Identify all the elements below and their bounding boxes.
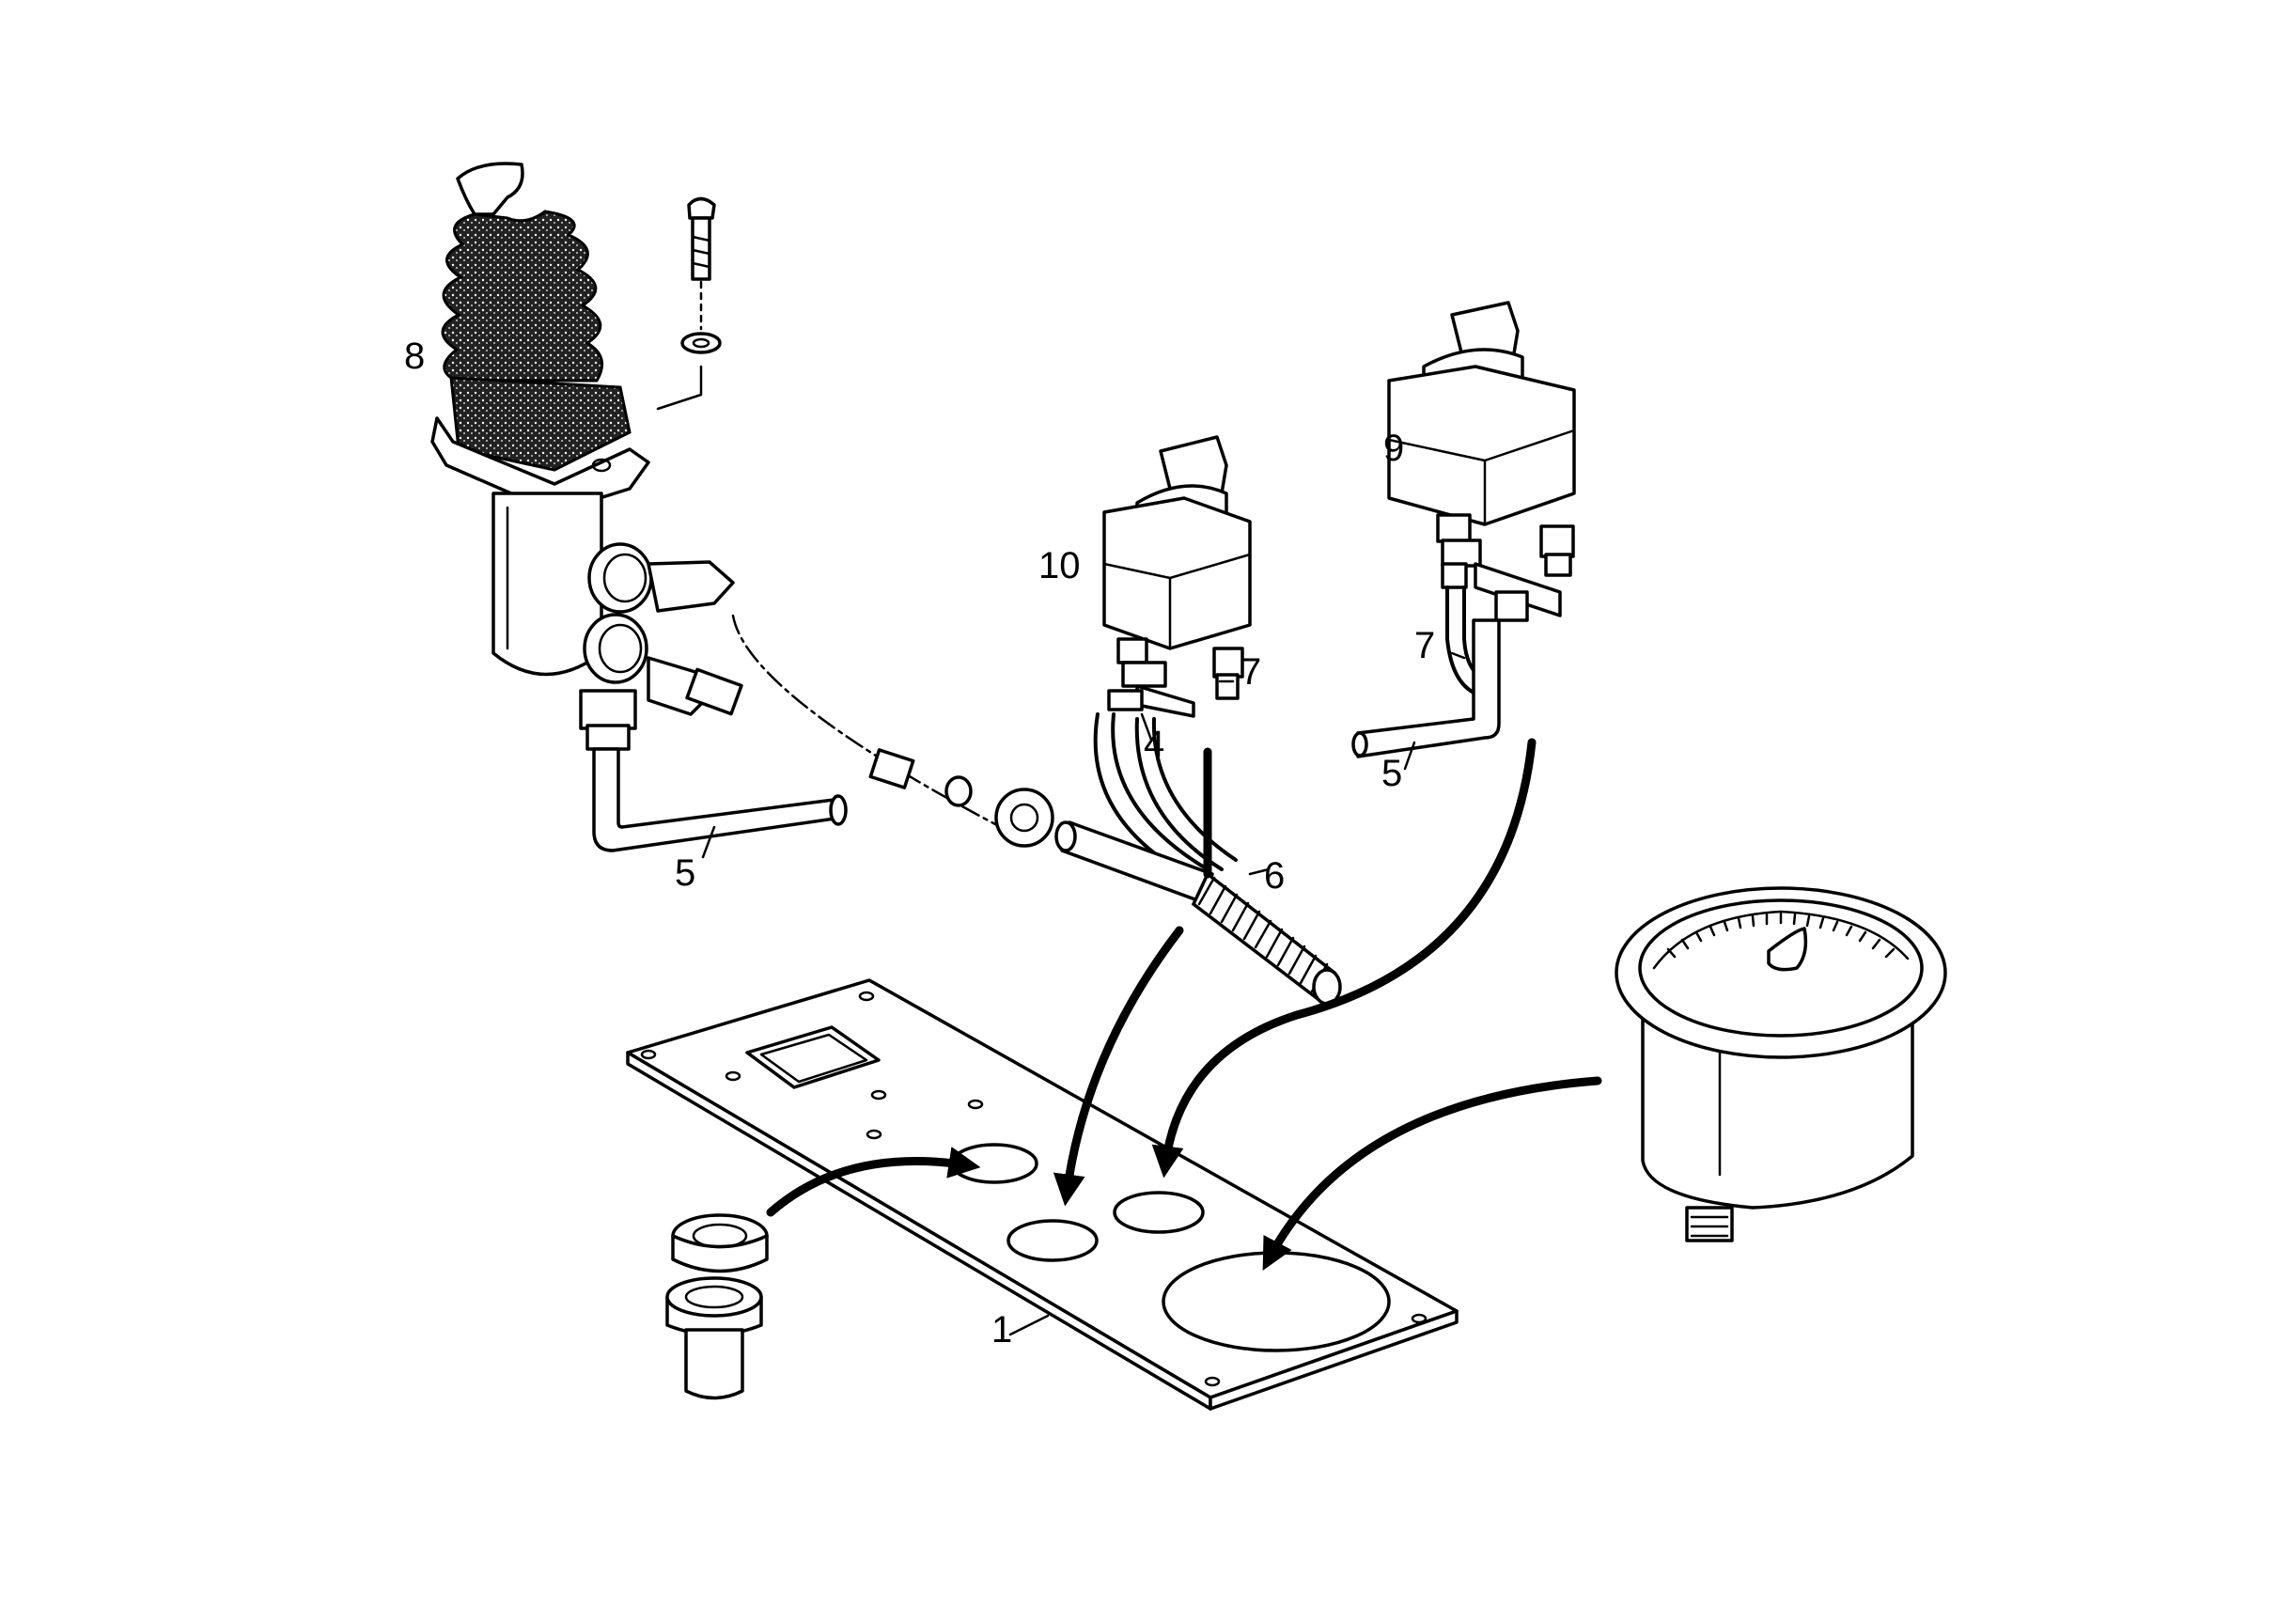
connector-fittings [731, 614, 1054, 848]
gauge-scale-ticks [1666, 912, 1896, 959]
callout-5-left: 5 [675, 852, 695, 894]
hose-assembly-6 [1054, 712, 1342, 1006]
bolt-and-washer [656, 196, 722, 411]
instrument-panel-plate [626, 978, 1459, 1411]
switch-valve-10 [1102, 435, 1252, 718]
control-valve-assembly [430, 162, 848, 852]
corrugation-ribs [1197, 876, 1329, 993]
panel-fitting [665, 1213, 769, 1400]
callout-7-right: 7 [1414, 625, 1435, 666]
switch-valve-9 [1387, 301, 1576, 622]
callout-5-right: 5 [1381, 753, 1402, 794]
switch-9-tubes [1351, 586, 1501, 758]
callout-4: 4 [1144, 724, 1164, 765]
assembly-arrows [766, 738, 1602, 1272]
callout-10: 10 [1038, 545, 1081, 586]
callout-9: 9 [1383, 428, 1404, 469]
callout-7-left: 7 [1240, 651, 1261, 693]
callout-6: 6 [1264, 855, 1285, 897]
callout-8: 8 [404, 336, 425, 377]
callout-labels: 1 4 5 5 6 7 7 8 9 10 [404, 336, 1435, 1351]
leader-lines [701, 651, 1466, 1336]
callout-1: 1 [991, 1309, 1012, 1351]
pressure-gauge [1615, 886, 1947, 1242]
